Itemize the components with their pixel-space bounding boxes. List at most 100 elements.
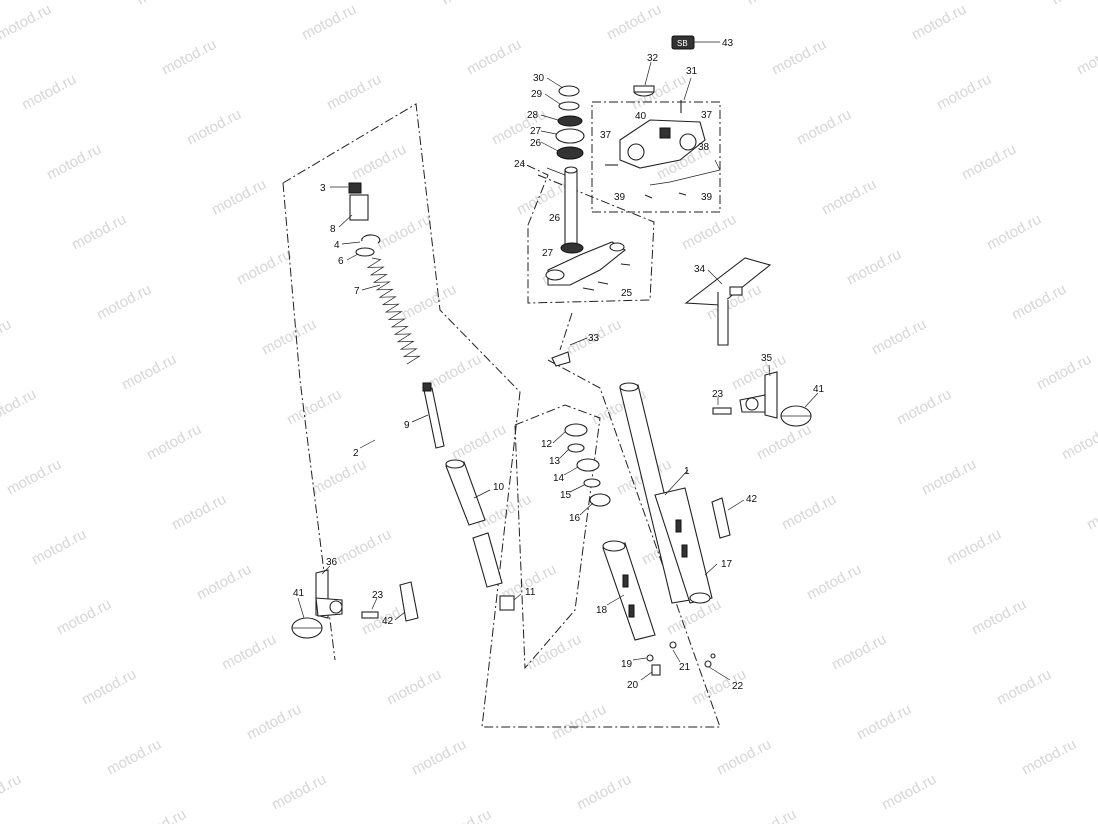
part-30-29-28-27-26-bearing-stack[interactable]	[540, 77, 585, 160]
watermark-text: motod.ru	[0, 316, 14, 359]
watermark-text: motod.ru	[219, 631, 279, 674]
callout-24: 24	[514, 159, 526, 170]
part-34-bracket[interactable]	[684, 257, 772, 346]
watermark-text: motod.ru	[744, 0, 804, 9]
part-43-badge[interactable]: SB	[671, 35, 720, 50]
watermark-text: motod.ru	[819, 176, 879, 219]
watermark-text: motod.ru	[374, 211, 434, 254]
svg-text:SB: SB	[677, 39, 688, 48]
part-4-6-circlip[interactable]	[341, 234, 381, 261]
watermark-text: motod.ru	[119, 351, 179, 394]
watermark-text: motod.ru	[19, 71, 79, 114]
watermark-text: motod.ru	[754, 421, 814, 464]
watermark-text: motod.ru	[234, 246, 294, 289]
part-23-bolt-right[interactable]	[712, 397, 732, 415]
watermark-text: motod.ru	[209, 176, 269, 219]
callout-23-right: 23	[712, 389, 724, 400]
callout-41-left: 41	[293, 588, 305, 599]
part-36-headlight-clamp-left[interactable]	[315, 565, 343, 619]
part-1-fork-tube-right[interactable]	[619, 382, 718, 604]
part-41-clip-right[interactable]	[780, 392, 819, 427]
part-3-8-cap[interactable]	[330, 182, 369, 228]
watermark-text: motod.ru	[54, 596, 114, 639]
callout-9: 9	[404, 420, 410, 431]
watermark-text: motod.ru	[69, 211, 129, 254]
watermark-text: motod.ru	[604, 1, 664, 44]
part-18-fork-slider-left[interactable]	[602, 540, 656, 641]
watermark-text: motod.ru	[779, 491, 839, 534]
watermark-text: motod.ru	[1074, 36, 1098, 79]
watermark-text: motod.ru	[439, 0, 499, 9]
part-12-16-damper-rings[interactable]	[552, 423, 611, 516]
part-42-reflector-right[interactable]	[711, 497, 745, 539]
callout-6: 6	[338, 256, 344, 267]
part-42-reflector-left[interactable]	[394, 581, 419, 622]
callout-8: 8	[330, 224, 336, 235]
callout-4: 4	[334, 240, 340, 251]
watermark-text: motod.ru	[144, 421, 204, 464]
watermark-text: motod.ru	[729, 351, 789, 394]
callout-17: 17	[721, 559, 733, 570]
watermark-text: motod.ru	[994, 666, 1054, 709]
callout-31: 31	[686, 66, 698, 77]
part-10-fork-tube-inner[interactable]	[445, 459, 503, 588]
callout-7: 7	[354, 286, 360, 297]
part-24-steering-stem[interactable]	[545, 166, 631, 291]
callout-28: 28	[527, 110, 539, 121]
callout-26-upper: 26	[530, 138, 542, 149]
callout-16: 16	[569, 513, 581, 524]
callout-37-right: 37	[701, 110, 713, 121]
callout-42-right: 42	[746, 494, 758, 505]
watermark-text: motod.ru	[794, 106, 854, 149]
watermark-text: motod.ru	[969, 596, 1029, 639]
watermark-text: motod.ru	[79, 666, 139, 709]
callout-21: 21	[679, 662, 691, 673]
watermark-text: motod.ru	[399, 281, 459, 324]
watermark-text: motod.ru	[524, 631, 584, 674]
watermark-text: motod.ru	[44, 141, 104, 184]
watermark-text: motod.ru	[4, 456, 64, 499]
watermark-text: motod.ru	[104, 736, 164, 779]
callout-43: 43	[722, 38, 734, 49]
part-22-washer[interactable]	[704, 653, 731, 681]
watermark-text: motod.ru	[1019, 736, 1079, 779]
part-23-bolt-left[interactable]	[361, 597, 379, 619]
callout-29: 29	[531, 89, 543, 100]
callout-35: 35	[761, 353, 773, 364]
callout-12: 12	[541, 439, 553, 450]
callout-labels: 1 2 3 4 6 7 8 9 10 11 12 13 14 15 16 17 …	[293, 38, 825, 692]
assembly-outlines	[282, 101, 721, 728]
part-32-nut[interactable]	[633, 61, 655, 97]
watermark-text: motod.ru	[349, 141, 409, 184]
part-19-20-21-bolts[interactable]	[632, 641, 681, 681]
watermark-text: motod.ru	[959, 141, 1019, 184]
watermark-text: motod.ru	[829, 631, 889, 674]
watermark-text: motod.ru	[449, 421, 509, 464]
watermark-text: motod.ru	[299, 1, 359, 44]
upper-clamp-outline	[591, 101, 721, 213]
damper-outline	[514, 404, 601, 670]
watermark-text: motod.ru	[474, 491, 534, 534]
watermark-text: motod.ru	[309, 456, 369, 499]
part-31-upper-triple-clamp[interactable]	[605, 77, 721, 199]
watermark-text: motod.ru	[94, 281, 154, 324]
part-35-headlight-clamp[interactable]	[739, 364, 778, 419]
watermark-text: motod.ru	[194, 561, 254, 604]
part-41-clip-left[interactable]	[291, 597, 323, 639]
watermark-text: motod.ru	[879, 771, 939, 814]
part-33-nut[interactable]	[551, 337, 588, 367]
steering-stem-outline	[519, 161, 549, 226]
watermark-text: motod.ru	[184, 106, 244, 149]
watermark-text: motod.ru	[919, 456, 979, 499]
part-7-fork-spring[interactable]	[361, 257, 421, 365]
callout-1: 1	[684, 466, 690, 477]
part-11-bushing[interactable]	[499, 593, 522, 611]
part-9-damper-rod[interactable]	[411, 382, 445, 449]
watermark-text: motod.ru	[909, 1, 969, 44]
watermark-text: motod.ru	[894, 386, 954, 429]
watermark-text: motod.ru	[159, 36, 219, 79]
watermark-text: motod.ru	[0, 386, 39, 429]
callout-23-left: 23	[372, 590, 384, 601]
callout-33: 33	[588, 333, 600, 344]
